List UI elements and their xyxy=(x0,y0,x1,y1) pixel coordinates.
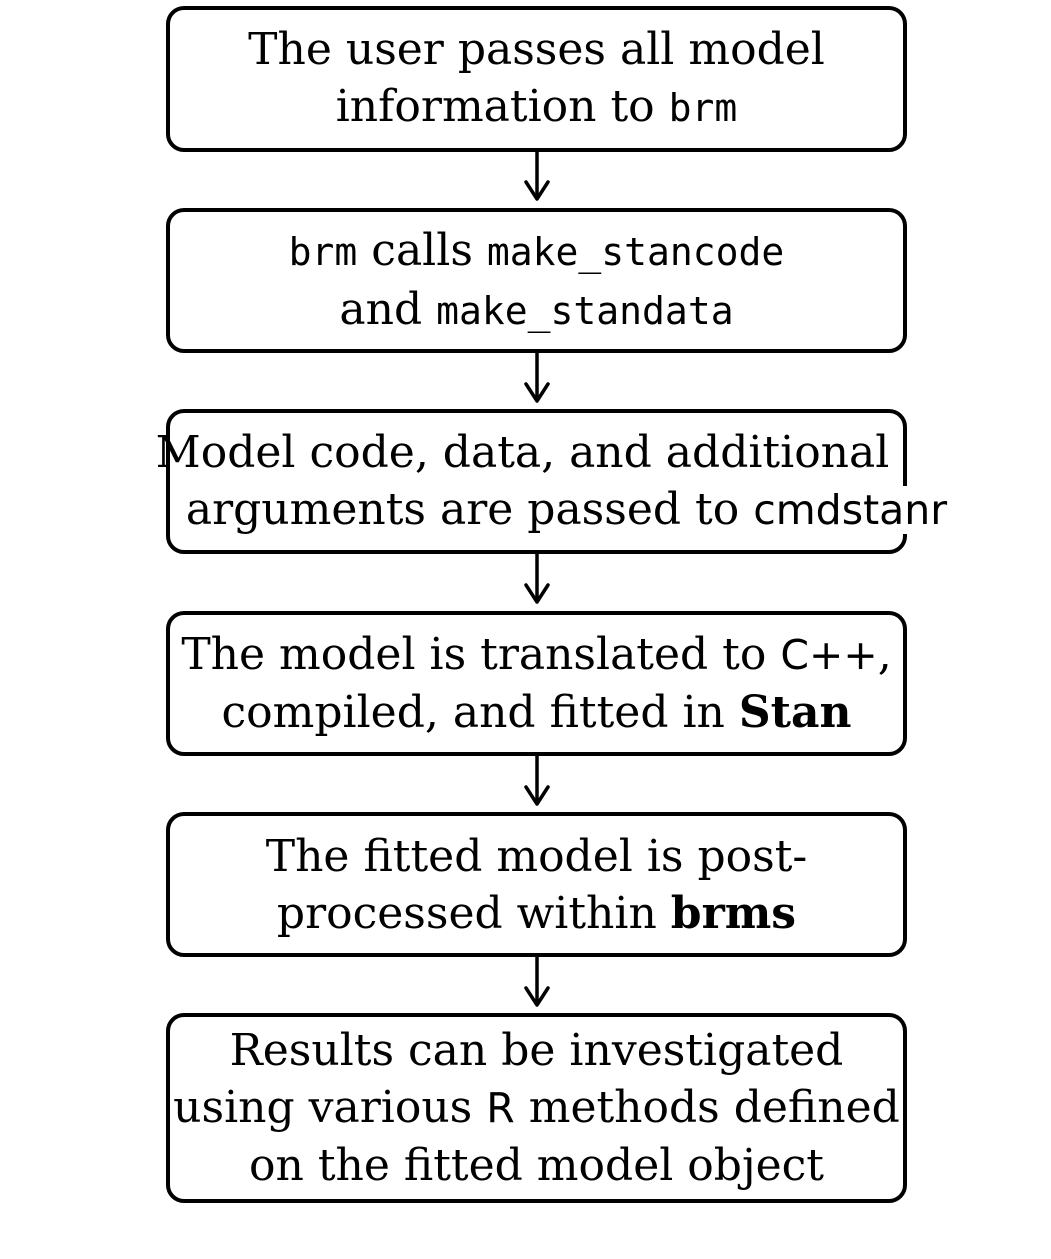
package-cmdstanr: cmdstanr xyxy=(753,486,948,534)
text-segment: compiled, and fitted in xyxy=(221,687,739,738)
step-4-line-2: compiled, and fitted in Stan xyxy=(222,684,852,741)
text-segment: The fitted model is post- xyxy=(265,830,808,882)
arrow-3-to-4 xyxy=(524,554,550,604)
step-6-line-2: using various R methods defined xyxy=(173,1079,900,1137)
step-box-passed-to-cmdstanr: Model code, data, and additional argumen… xyxy=(156,409,948,554)
code-make-standata: make_standata xyxy=(436,288,734,333)
step-3-line-1: Model code, data, and additional xyxy=(156,424,890,481)
arrow-4-to-5 xyxy=(524,756,550,806)
step-box-brm-calls-make-functions: brm calls make_stancode and make_standat… xyxy=(166,208,907,353)
step-box-translated-compiled-fitted: The model is translated to C++, compiled… xyxy=(166,611,907,756)
text-segment: methods defined xyxy=(514,1082,900,1133)
step-box-post-processed: The fitted model is post- processed with… xyxy=(166,812,907,957)
text-segment: Results can be investigated xyxy=(229,1025,844,1076)
arrow-5-to-6 xyxy=(524,957,550,1007)
step-2-line-1: brm calls make_stancode xyxy=(289,222,785,281)
arrow-2-to-3 xyxy=(524,353,550,403)
text-segment: Model code, data, and additional xyxy=(155,427,890,478)
text-segment: calls xyxy=(357,224,487,276)
step-2-line-2: and make_standata xyxy=(339,281,733,340)
step-1-line-1: The user passes all model xyxy=(248,21,825,78)
step-box-results-investigated: Results can be investigated using variou… xyxy=(166,1013,907,1203)
step-6-line-3: on the fitted model object xyxy=(249,1137,824,1194)
text-segment: and xyxy=(339,283,437,335)
text-segment: on the fitted model object xyxy=(249,1140,824,1191)
language-r: R xyxy=(486,1084,515,1132)
code-brm: brm xyxy=(668,86,738,130)
text-segment: The model is translated to xyxy=(181,629,781,680)
step-box-user-passes-model-info: The user passes all model information to… xyxy=(166,6,907,152)
text-segment: processed within xyxy=(276,887,671,939)
package-brms: brms xyxy=(670,887,797,939)
software-stan: Stan xyxy=(738,687,852,738)
step-4-line-1: The model is translated to C++, xyxy=(181,626,891,684)
text-segment: using various xyxy=(173,1082,487,1133)
text-segment: arguments are passed to xyxy=(185,484,754,535)
text-segment: , xyxy=(877,629,892,680)
step-5-line-2: processed within brms xyxy=(277,885,796,942)
text-segment: The user passes all model xyxy=(248,24,825,75)
step-1-line-2: information to brm xyxy=(336,78,738,137)
step-3-line-2: arguments are passed to cmdstanr xyxy=(185,481,948,539)
language-cpp: C++ xyxy=(780,631,878,679)
code-brm: brm xyxy=(288,229,358,274)
code-make-stancode: make_stancode xyxy=(486,229,785,274)
step-6-line-1: Results can be investigated xyxy=(230,1022,844,1079)
arrow-1-to-2 xyxy=(524,152,550,201)
step-5-line-1: The fitted model is post- xyxy=(266,828,808,885)
text-segment: information to xyxy=(335,81,669,132)
